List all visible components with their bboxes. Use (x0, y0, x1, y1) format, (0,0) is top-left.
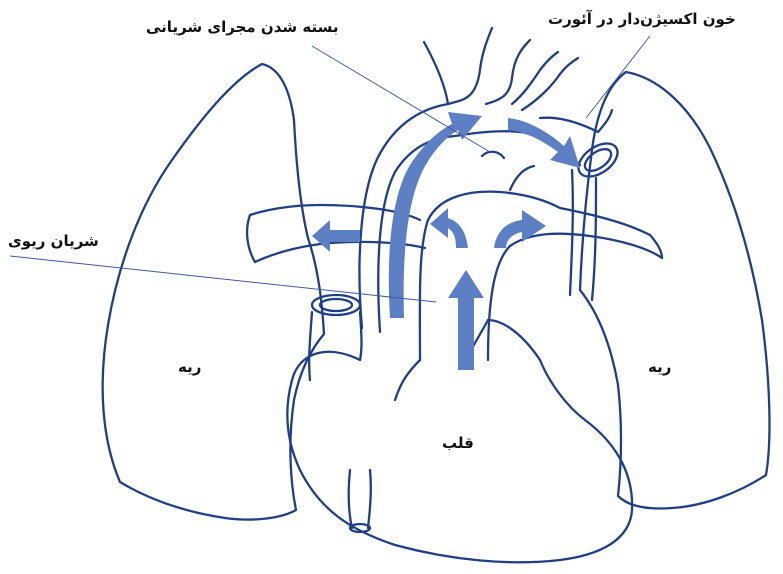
pulmonary-artery-trunk (250, 192, 662, 360)
flow-arrow-trunk-up (448, 270, 484, 370)
inferior-vena-cava (349, 470, 371, 528)
aorta-opening (573, 137, 624, 184)
label-lung-left: ریه (178, 358, 201, 376)
leader-pulmonary (10, 256, 436, 302)
label-oxygenated-blood-aorta: خون اکسیژن‌دار در آئورت (548, 10, 736, 28)
flow-arrow-left-pulmonary (312, 220, 360, 252)
flow-arrow-pulmonary-up-left (430, 208, 468, 248)
flow-arrow-arch (508, 118, 580, 168)
left-lung (103, 64, 324, 520)
label-heart: قلب (442, 434, 474, 452)
ductus-arteriosus (482, 152, 534, 190)
label-ductus-closing: بسته شدن مجرای شریانی (146, 18, 338, 36)
label-lung-right: ریه (648, 358, 671, 376)
label-pulmonary-artery: شریان ریوی (8, 232, 99, 250)
flow-arrow-pulmonary-up-right (494, 210, 546, 248)
superior-vena-cava (309, 312, 361, 380)
